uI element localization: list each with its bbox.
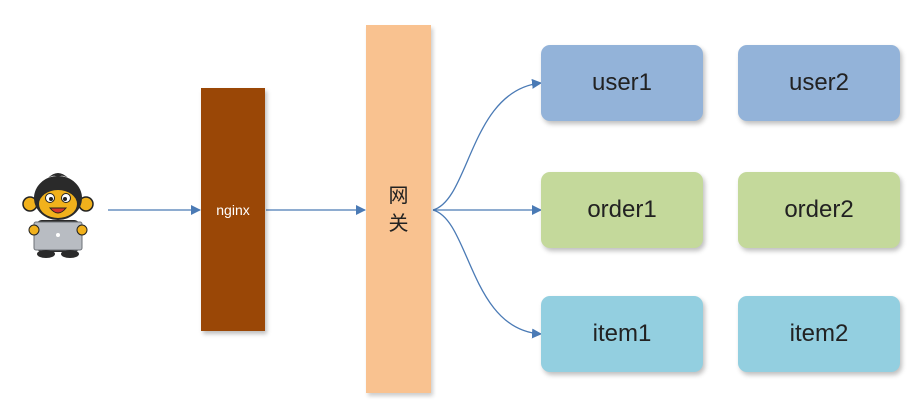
service-label: user1 bbox=[591, 69, 653, 96]
gateway-node: 网关 bbox=[366, 25, 431, 393]
service-label: order1 bbox=[587, 196, 657, 223]
service-label: item2 bbox=[789, 320, 849, 347]
service-label: order2 bbox=[784, 196, 854, 223]
service-label: item1 bbox=[592, 320, 652, 347]
service-item1: item1 bbox=[541, 296, 703, 372]
service-order2: order2 bbox=[738, 172, 900, 248]
arrow-gateway-to-user1 bbox=[432, 78, 542, 211]
service-user1: user1 bbox=[541, 45, 703, 121]
arrow-gateway-to-item1 bbox=[432, 209, 542, 339]
nginx-label: nginx bbox=[216, 201, 250, 218]
gateway-label: 网关 bbox=[388, 183, 409, 235]
service-item2: item2 bbox=[738, 296, 900, 372]
service-user2: user2 bbox=[738, 45, 900, 121]
monkey-with-laptop-icon bbox=[22, 173, 94, 258]
nginx-node: nginx bbox=[201, 88, 265, 331]
service-label: user2 bbox=[788, 69, 850, 96]
service-order1: order1 bbox=[541, 172, 703, 248]
